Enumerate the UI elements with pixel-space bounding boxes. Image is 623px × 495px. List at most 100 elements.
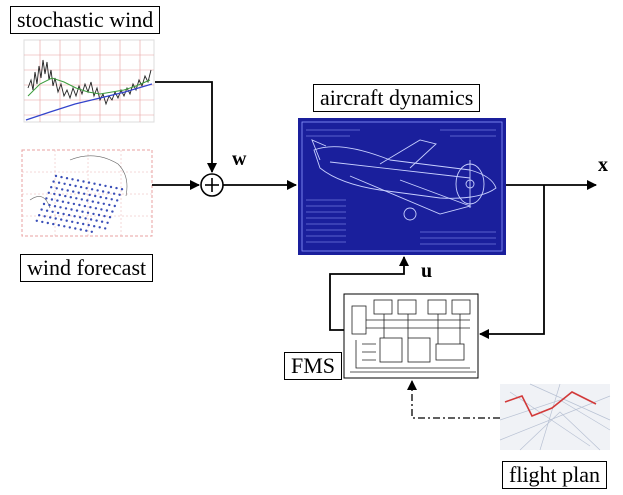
- wind-vector-dot: [35, 219, 38, 222]
- wind-vector-dot: [76, 221, 79, 225]
- wind-vector-dot: [82, 180, 85, 183]
- wind-vector-dot: [74, 227, 77, 230]
- wind-vector-dot: [69, 196, 73, 199]
- wind-vector-dot: [80, 198, 84, 201]
- wind-vector-dot: [56, 199, 59, 202]
- wind-vector-dot: [99, 195, 102, 199]
- wind-vector-dot: [107, 191, 110, 194]
- wind-vector-dot: [68, 183, 72, 187]
- wind-vector-dot: [67, 201, 70, 204]
- wind-vector-dot: [54, 217, 57, 220]
- wind-vector-dot: [67, 213, 71, 217]
- wind-vector-dot: [58, 193, 61, 197]
- aircraft-dynamics-label: aircraft dynamics: [313, 84, 481, 112]
- wind-vector-dot: [95, 219, 98, 222]
- wind-vector-dot: [46, 221, 49, 225]
- wind-vector-dot: [108, 203, 111, 207]
- signal-u: u: [421, 260, 433, 282]
- wind-vector-dot: [70, 208, 73, 211]
- wind-vector-dot: [104, 227, 107, 230]
- wind-vector-dot: [83, 192, 86, 195]
- wind-vector-dot: [101, 190, 105, 193]
- wind-vector-dot: [118, 193, 121, 196]
- wind-vector-dot: [78, 203, 81, 207]
- flight-plan-map-icon: [499, 383, 611, 451]
- wind-vector-dot: [68, 226, 72, 229]
- wind-vector-dot: [62, 212, 65, 216]
- wind-vector-dot: [98, 183, 102, 186]
- wind-vector-dot: [112, 192, 116, 195]
- wind-vector-dot: [65, 219, 68, 222]
- connections: [152, 81, 597, 339]
- wind-vector-dot: [51, 210, 54, 213]
- wind-vector-dot: [72, 190, 75, 193]
- stochastic-wind-chart: [23, 39, 155, 123]
- wind-vector-dot: [71, 178, 74, 181]
- wind-vector-dot: [53, 192, 56, 196]
- wind-vector-dot: [72, 202, 76, 206]
- wind-vector-dot: [104, 184, 107, 188]
- wind-vector-dot: [89, 206, 92, 209]
- wind-vector-dot: [61, 200, 65, 203]
- wind-vector-dot: [73, 215, 76, 218]
- wind-vector-dot: [94, 194, 97, 198]
- fms-label: FMS: [284, 352, 343, 380]
- wind-vector-dot: [64, 207, 68, 210]
- summing-junction-icon: [200, 173, 224, 197]
- wind-vector-dot: [50, 186, 53, 189]
- wind-vector-dot: [63, 225, 66, 228]
- wind-vector-dot: [87, 181, 91, 184]
- wind-vector-dot: [90, 188, 94, 191]
- wind-vector-dot: [87, 223, 90, 227]
- wind-vector-dot: [77, 191, 80, 194]
- wind-vector-dot: [60, 175, 63, 179]
- wind-vector-dot: [116, 199, 119, 202]
- wind-vector-dot: [92, 212, 95, 216]
- wind-vector-dot: [57, 181, 61, 184]
- wind-vector-dot: [38, 214, 41, 217]
- wind-vector-dot: [91, 200, 95, 203]
- wind-forecast-label: wind forecast: [20, 254, 154, 282]
- wind-vector-dot: [59, 206, 62, 209]
- wind-vector-dot: [55, 187, 58, 190]
- wind-vector-dot: [75, 209, 79, 212]
- wind-vector-dot: [48, 203, 51, 207]
- wind-vector-dot: [60, 218, 63, 221]
- wind-vector-dot: [113, 204, 117, 208]
- wind-vector-dot: [49, 216, 52, 219]
- wind-vector-dot: [93, 182, 96, 185]
- wind-vector-dot: [81, 210, 84, 213]
- wind-vector-dot: [66, 189, 69, 192]
- wind-vector-dot: [103, 214, 106, 218]
- wind-vector-dot: [41, 220, 44, 224]
- wind-vector-dot: [111, 210, 114, 213]
- wind-vector-dot: [115, 186, 118, 190]
- wind-vector-dot: [52, 222, 55, 226]
- wind-vector-dot: [53, 205, 57, 208]
- wind-vector-dot: [50, 198, 54, 201]
- wind-vector-dot: [98, 226, 101, 229]
- wind-vector-dot: [45, 209, 49, 212]
- wind-vector-dot: [102, 202, 106, 205]
- wind-vector-dot: [57, 224, 60, 227]
- signal-x: x: [598, 154, 608, 176]
- wind-vector-dot: [64, 194, 67, 198]
- wind-vector-dot: [86, 211, 90, 214]
- wind-vector-dot: [71, 220, 74, 223]
- flight-plan-label: flight plan: [502, 461, 608, 489]
- wind-vector-dot: [86, 199, 89, 202]
- wind-vector-dot: [47, 191, 50, 194]
- wind-vector-dot: [54, 174, 58, 178]
- flight-plan-link: [407, 380, 500, 419]
- wind-vector-dot: [74, 184, 77, 188]
- wind-vector-dot: [45, 197, 48, 200]
- wind-vector-dot: [83, 204, 87, 208]
- wind-vector-dot: [40, 208, 43, 211]
- wind-vector-dot: [88, 193, 91, 197]
- wind-vector-dot: [85, 187, 88, 190]
- wind-vector-dot: [63, 182, 66, 185]
- wind-vector-dot: [90, 230, 94, 233]
- wind-vector-dot: [100, 208, 103, 211]
- wind-vector-dot: [56, 211, 60, 215]
